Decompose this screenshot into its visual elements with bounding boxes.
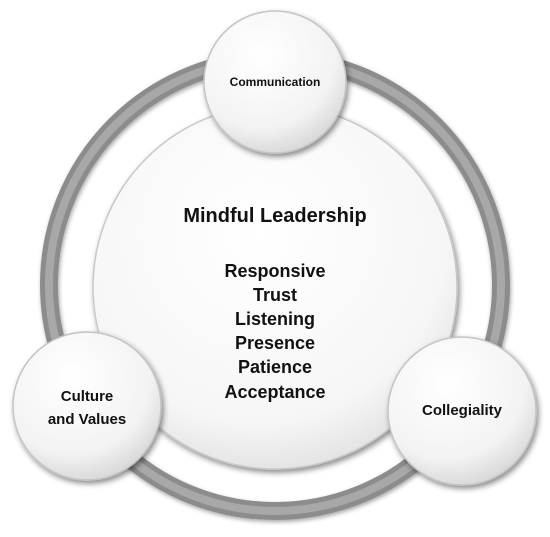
node-circle [203, 10, 347, 154]
node-circle [387, 336, 537, 486]
quality-item: Acceptance [224, 382, 325, 402]
quality-item: Responsive [224, 261, 325, 281]
qualities-list: Responsive Trust Listening Presence Pati… [224, 261, 325, 402]
quality-item: Presence [235, 333, 315, 353]
quality-item: Listening [235, 309, 315, 329]
node-label: Communication [230, 75, 321, 89]
node-communication: Communication [203, 10, 347, 154]
node-circle [12, 331, 162, 481]
node-culture-and-values: Culture and Values [12, 331, 162, 481]
node-label: Collegiality [422, 402, 503, 419]
quality-item: Trust [253, 285, 297, 305]
node-label-line: Culture [61, 388, 114, 405]
node-collegiality: Collegiality [387, 336, 537, 486]
center-title: Mindful Leadership [183, 205, 366, 227]
node-label-line: and Values [48, 411, 126, 428]
quality-item: Patience [238, 357, 312, 377]
